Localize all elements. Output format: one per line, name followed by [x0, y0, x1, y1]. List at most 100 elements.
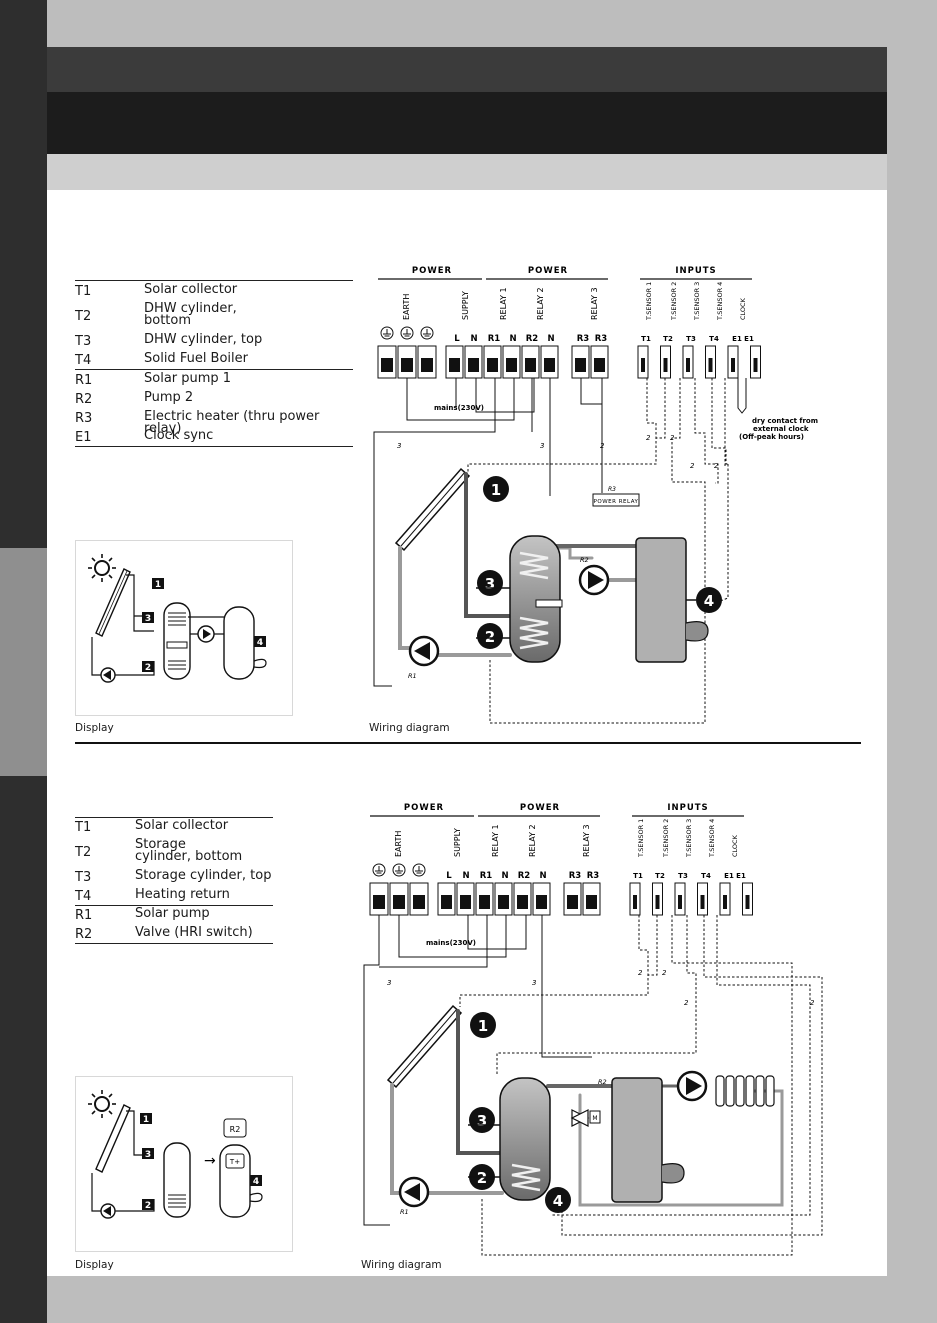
input-terminal-label: T3 — [678, 872, 688, 880]
svg-text:2: 2 — [670, 434, 675, 442]
terminal-label: L — [446, 871, 452, 881]
terminal-screw — [487, 358, 498, 372]
terminal-label: N — [547, 334, 554, 344]
legend-table-1: T1 Solar collector T2 DHW cylinder, bott… — [75, 280, 355, 450]
tsensor2-label: T.SENSOR 2 — [662, 819, 670, 858]
legend-code: T3 — [75, 870, 92, 885]
terminal-screw — [686, 358, 690, 372]
svg-text:2: 2 — [646, 434, 651, 442]
terminal-label: L — [454, 334, 460, 344]
dry-contact-label: dry contact from — [752, 417, 818, 425]
marker-3: 3 — [145, 614, 151, 624]
terminal-screw — [401, 358, 413, 372]
svg-text:3: 3 — [532, 979, 536, 987]
svg-text:2: 2 — [662, 969, 667, 977]
terminal-label: N — [509, 334, 516, 344]
legend-code: T4 — [75, 353, 92, 368]
number-markers: 1 3 2 4 — [477, 476, 722, 649]
terminal-screw — [567, 895, 578, 909]
tsensor2-label: T.SENSOR 2 — [670, 282, 678, 321]
legend-table-2: T1 Solar collector T2 Storage cylinder, … — [75, 817, 275, 947]
terminal-label: R2 — [526, 334, 539, 344]
terminal-block — [369, 882, 753, 916]
r3-label: R3 — [608, 486, 616, 493]
title-bar — [47, 92, 887, 154]
tsensor4-label: T.SENSOR 4 — [716, 282, 724, 321]
input-terminal-label: E1 — [724, 872, 734, 880]
relay3-label: RELAY 3 — [590, 287, 599, 320]
terminal-label: R3 — [577, 334, 590, 344]
radiator-icon — [715, 1075, 775, 1107]
legend-code: R3 — [75, 411, 93, 426]
tsensor3-label: T.SENSOR 3 — [693, 282, 701, 321]
legend-desc: Solar collector — [135, 818, 229, 833]
legend-desc: Pump 2 — [144, 390, 194, 405]
terminal-label: R3 — [595, 334, 608, 344]
wiring-diagram-2: POWER POWER INPUTS EARTH SUPPLY RELAY 1 … — [363, 803, 823, 1256]
legend-desc: Valve (HRI switch) — [135, 925, 253, 940]
terminal-screw — [381, 358, 393, 372]
solar-collector — [386, 1004, 463, 1089]
terminal-screw — [663, 358, 668, 372]
inputs-label: INPUTS — [675, 266, 716, 276]
legend-code: T2 — [75, 309, 92, 324]
right-strip — [887, 47, 937, 1323]
legend-code: T3 — [75, 334, 92, 349]
r2-label: R2 — [580, 556, 589, 564]
terminal-label: R3 — [569, 871, 582, 881]
power-label: POWER — [528, 266, 568, 276]
terminal-screw — [393, 895, 405, 909]
terminal-screw — [441, 895, 452, 909]
r1-label: R1 — [400, 1208, 409, 1216]
relay1-label: RELAY 1 — [499, 287, 508, 320]
earth-label: EARTH — [402, 294, 411, 320]
supply-label: SUPPLY — [461, 291, 470, 320]
legend-desc: Storage cylinder, top — [135, 868, 272, 883]
display-caption: Display — [75, 722, 114, 734]
arrow-icon: → — [204, 1153, 216, 1169]
supply-label: SUPPLY — [453, 828, 462, 857]
input-terminal-label: T3 — [686, 335, 696, 343]
legend-code: R2 — [75, 927, 93, 942]
terminal-screw — [421, 358, 433, 372]
terminal-label: N — [539, 871, 546, 881]
display-preview-2: 1 3 2 → R2 T+ 4 — [75, 1076, 293, 1252]
clock-label: CLOCK — [731, 834, 739, 857]
footer-band — [47, 1276, 937, 1323]
input-terminal-label: E1 — [736, 872, 746, 880]
terminal-screw — [633, 895, 637, 909]
terminal-screw — [536, 895, 547, 909]
tplus-label: T+ — [229, 1158, 240, 1166]
terminal-screw — [745, 895, 750, 909]
relay2-label: RELAY 2 — [536, 287, 545, 320]
svg-text:2: 2 — [810, 999, 815, 1007]
valve-icon: M — [570, 1109, 601, 1127]
marker-1: 1 — [155, 580, 161, 590]
relay2-label: RELAY 2 — [528, 824, 537, 857]
marker-3: 3 — [477, 1112, 487, 1130]
svg-text:2: 2 — [690, 462, 695, 470]
terminal-screw — [700, 895, 705, 909]
terminal-label: N — [462, 871, 469, 881]
wiring-caption: Wiring diagram — [361, 1259, 442, 1271]
terminal-screw — [517, 895, 528, 909]
marker-2: 2 — [485, 628, 495, 646]
marker-4: 4 — [704, 592, 714, 610]
display-caption: Display — [75, 1259, 114, 1271]
subtitle-bar — [47, 154, 887, 190]
earth-icon — [380, 326, 434, 340]
r2-badge: R2 — [230, 1125, 241, 1134]
legend-desc: Solar pump — [135, 906, 210, 921]
tsensor1-label: T.SENSOR 1 — [645, 282, 653, 321]
clock-label: CLOCK — [739, 297, 747, 320]
legend-code: T1 — [75, 284, 92, 299]
relay1-label: RELAY 1 — [491, 824, 500, 857]
legend-desc: DHW cylinder, top — [144, 332, 263, 347]
input-terminal-label: T4 — [701, 872, 711, 880]
solar-collector — [394, 467, 471, 552]
solid-fuel-boiler — [635, 537, 687, 663]
terminal-screw — [708, 358, 713, 372]
power-relay-label: POWER RELAY — [594, 499, 639, 505]
input-terminal-label: E1 — [744, 335, 754, 343]
terminal-label: R2 — [518, 871, 531, 881]
